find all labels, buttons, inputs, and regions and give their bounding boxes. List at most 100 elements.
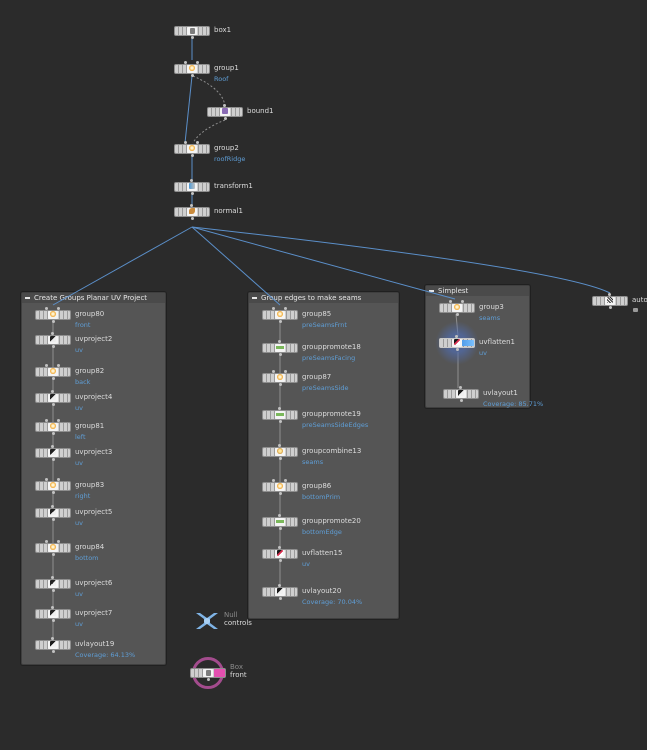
output-port[interactable] <box>278 527 282 530</box>
output-port[interactable] <box>206 678 210 681</box>
output-port[interactable] <box>51 377 55 380</box>
input-port[interactable] <box>278 514 281 517</box>
input-port[interactable] <box>284 307 287 310</box>
node-uvproject4[interactable]: uvproject4 uv <box>35 390 112 412</box>
node-auto[interactable]: autom <box>592 293 647 312</box>
collapse-icon[interactable] <box>25 297 30 299</box>
input-port[interactable] <box>284 370 287 373</box>
output-port[interactable] <box>190 154 194 157</box>
input-port[interactable] <box>461 300 464 303</box>
input-port[interactable] <box>51 505 54 508</box>
input-port[interactable] <box>272 307 275 310</box>
output-port[interactable] <box>51 320 55 323</box>
node-group81[interactable]: group81 left <box>35 419 104 441</box>
output-port[interactable] <box>51 650 55 653</box>
input-port[interactable] <box>51 637 54 640</box>
input-port[interactable] <box>272 370 275 373</box>
node-normal1[interactable]: normal1 <box>174 204 243 220</box>
netbox-header[interactable]: Create Groups Planar UV Project <box>22 293 165 303</box>
node-group87[interactable]: group87 preSeamsSide <box>262 370 349 392</box>
input-port[interactable] <box>184 61 187 64</box>
output-port[interactable] <box>278 597 282 600</box>
display-flag[interactable] <box>452 340 474 346</box>
input-port[interactable] <box>51 332 54 335</box>
input-port[interactable] <box>608 293 611 296</box>
node-group85[interactable]: group85 preSeamsFrnt <box>262 307 347 329</box>
input-port[interactable] <box>57 540 60 543</box>
input-port[interactable] <box>57 307 60 310</box>
input-port[interactable] <box>51 606 54 609</box>
input-port[interactable] <box>196 61 199 64</box>
output-port[interactable] <box>51 619 55 622</box>
node-grouppromote18[interactable]: grouppromote18 preSeamsFacing <box>262 340 361 362</box>
input-port[interactable] <box>57 419 60 422</box>
output-port[interactable] <box>278 353 282 356</box>
input-port[interactable] <box>278 444 281 447</box>
input-port[interactable] <box>57 478 60 481</box>
input-port[interactable] <box>272 479 275 482</box>
output-port[interactable] <box>278 492 282 495</box>
input-port[interactable] <box>51 390 54 393</box>
netbox-header[interactable]: Simplest <box>426 286 529 296</box>
input-port[interactable] <box>455 335 458 338</box>
node-box1[interactable]: box1 <box>174 26 231 39</box>
node-grouppromote19[interactable]: grouppromote19 preSeamsSideEdges <box>262 407 368 429</box>
output-port[interactable] <box>51 403 55 406</box>
input-port[interactable] <box>190 204 193 207</box>
output-port[interactable] <box>455 313 459 316</box>
collapse-icon[interactable] <box>429 290 434 292</box>
output-port[interactable] <box>51 589 55 592</box>
input-port[interactable] <box>190 179 193 182</box>
input-port[interactable] <box>196 141 199 144</box>
node-bound1[interactable]: bound1 <box>207 104 274 120</box>
output-port[interactable] <box>51 432 55 435</box>
node-uvproject5[interactable]: uvproject5 uv <box>35 505 112 527</box>
input-port[interactable] <box>278 546 281 549</box>
node-group83[interactable]: group83 right <box>35 478 104 500</box>
output-port[interactable] <box>278 320 282 323</box>
output-port[interactable] <box>278 420 282 423</box>
node-uvlayout20[interactable]: uvlayout20 Coverage: 70.04% <box>262 584 362 606</box>
node-grouppromote20[interactable]: grouppromote20 bottomEdge <box>262 514 361 536</box>
input-port[interactable] <box>45 540 48 543</box>
input-port[interactable] <box>184 141 187 144</box>
input-port[interactable] <box>45 307 48 310</box>
node-group2[interactable]: group2 roofRidge <box>174 141 245 163</box>
input-port[interactable] <box>51 576 54 579</box>
output-port[interactable] <box>190 36 194 39</box>
output-port[interactable] <box>278 457 282 460</box>
output-port[interactable] <box>51 553 55 556</box>
output-port[interactable] <box>608 306 612 309</box>
input-port[interactable] <box>223 104 226 107</box>
input-port[interactable] <box>45 419 48 422</box>
input-port[interactable] <box>45 478 48 481</box>
node-controls[interactable]: Null controls <box>194 611 252 631</box>
output-port[interactable] <box>190 192 194 195</box>
input-port[interactable] <box>449 300 452 303</box>
node-group3[interactable]: group3 seams <box>439 300 504 322</box>
node-front[interactable]: Box front <box>190 663 247 681</box>
output-port[interactable] <box>278 559 282 562</box>
input-port[interactable] <box>51 445 54 448</box>
output-port[interactable] <box>51 491 55 494</box>
node-group84[interactable]: group84 bottom <box>35 540 104 562</box>
output-port[interactable] <box>190 217 194 220</box>
node-uvflatten1[interactable]: uvflatten1 uv <box>435 321 515 365</box>
node-uvproject2[interactable]: uvproject2 uv <box>35 332 112 354</box>
output-port[interactable] <box>51 518 55 521</box>
node-transform1[interactable]: transform1 <box>174 179 253 195</box>
output-port[interactable] <box>278 383 282 386</box>
node-uvproject6[interactable]: uvproject6 uv <box>35 576 112 598</box>
node-group86[interactable]: group86 bottomPrim <box>262 479 340 501</box>
output-port[interactable] <box>51 345 55 348</box>
node-uvproject3[interactable]: uvproject3 uv <box>35 445 112 467</box>
input-port[interactable] <box>278 340 281 343</box>
input-port[interactable] <box>278 584 281 587</box>
input-port[interactable] <box>45 364 48 367</box>
netbox-header[interactable]: Group edges to make seams <box>249 293 398 303</box>
output-port[interactable] <box>455 348 459 351</box>
output-port[interactable] <box>459 399 463 402</box>
node-group1[interactable]: group1 Roof <box>174 61 239 83</box>
bypass-flag[interactable] <box>214 669 225 677</box>
input-port[interactable] <box>284 479 287 482</box>
